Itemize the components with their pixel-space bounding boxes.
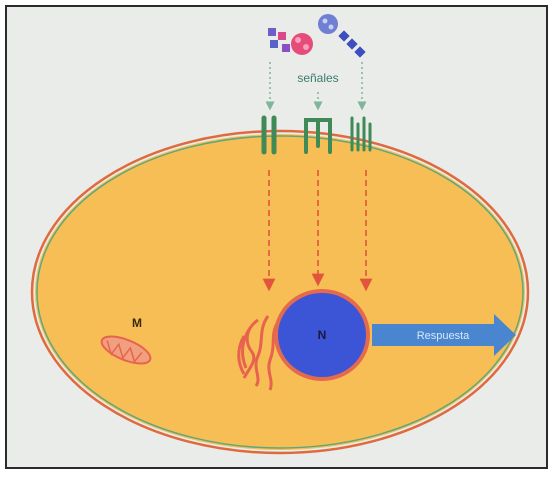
round-molecule-icon: [291, 33, 313, 55]
signals-label: señales: [297, 71, 338, 85]
mitochondrion-label: M: [132, 316, 142, 330]
response-label: Respuesta: [417, 330, 470, 342]
nucleus-label: N: [318, 328, 327, 342]
round-molecule-icon: [318, 14, 338, 34]
